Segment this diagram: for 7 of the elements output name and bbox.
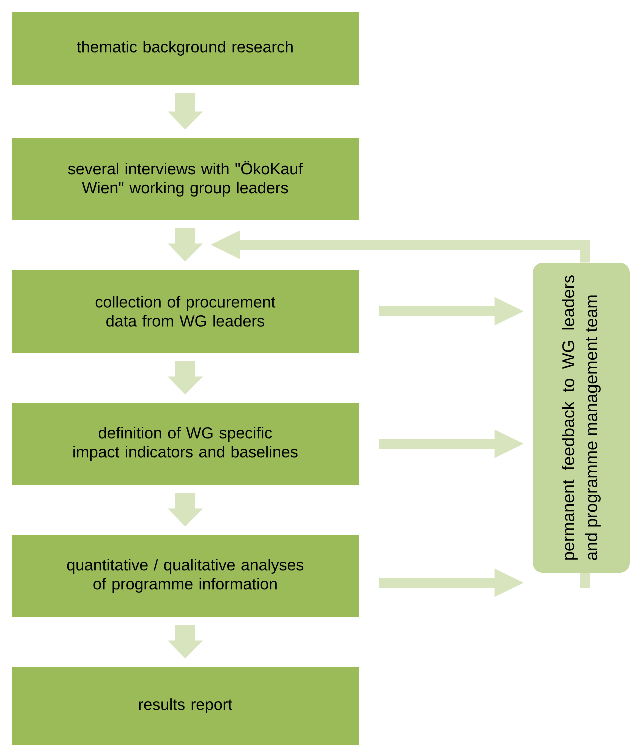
feedback-box: permanent feedback to WG leaders and programme management team	[533, 263, 630, 573]
process-box: several interviews with "ÖkoKauf Wien" working group leaders	[12, 138, 359, 220]
process-box: definition of WG specific impact indicators and baselines	[12, 403, 359, 485]
process-box: collection of procurement data from WG leaders	[12, 270, 359, 353]
process-box: quantitative / qualitative analyses of programme information	[12, 535, 359, 617]
process-box: results report	[12, 667, 359, 745]
process-box: thematic background research	[12, 12, 359, 85]
